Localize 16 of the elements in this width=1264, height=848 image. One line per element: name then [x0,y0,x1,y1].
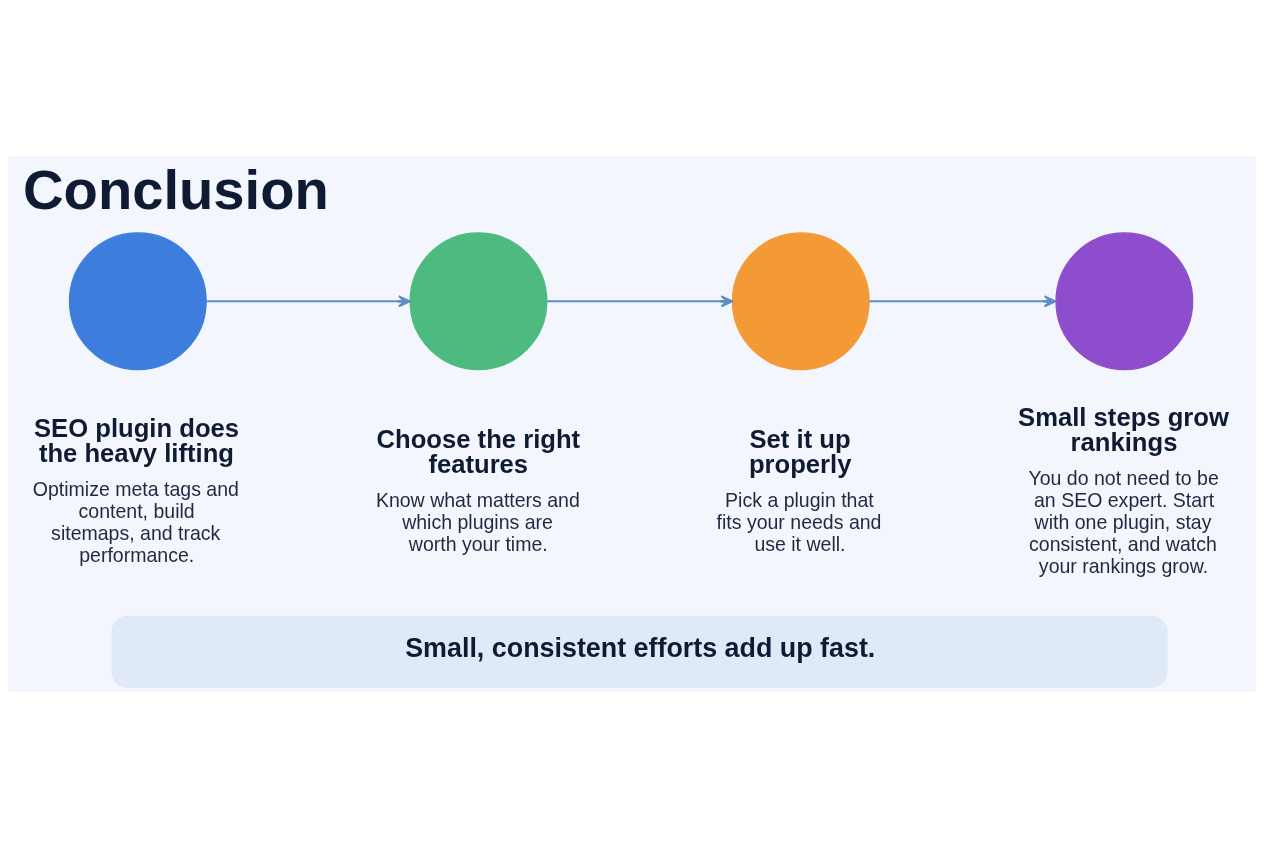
node-label: Choose the right features [376,424,581,479]
arrow [205,295,411,308]
arrow [868,295,1057,308]
node-circle [731,232,870,371]
node-label: Pick a plugin that fits your needs and use it well. [716,489,882,556]
node-label: You do not need to be an SEO expert. Start with one plugin, stay consistent, and watch your rankings grow. [1028,467,1219,578]
node-label: Set it up properly [748,424,852,479]
diagram-title: Conclusion [23,158,329,222]
node-label: Know what matters and which plugins are worth your time. [375,489,580,556]
node-circle [1055,232,1194,371]
node-circle [409,232,548,371]
node-label: Small steps grow rankings [1018,402,1229,457]
arrow [546,295,734,308]
node-label: Optimize meta tags and content, build sitemaps, and track performance. [32,478,239,567]
node-label: SEO plugin does the heavy lifting [34,413,240,468]
node-circle [68,232,207,371]
